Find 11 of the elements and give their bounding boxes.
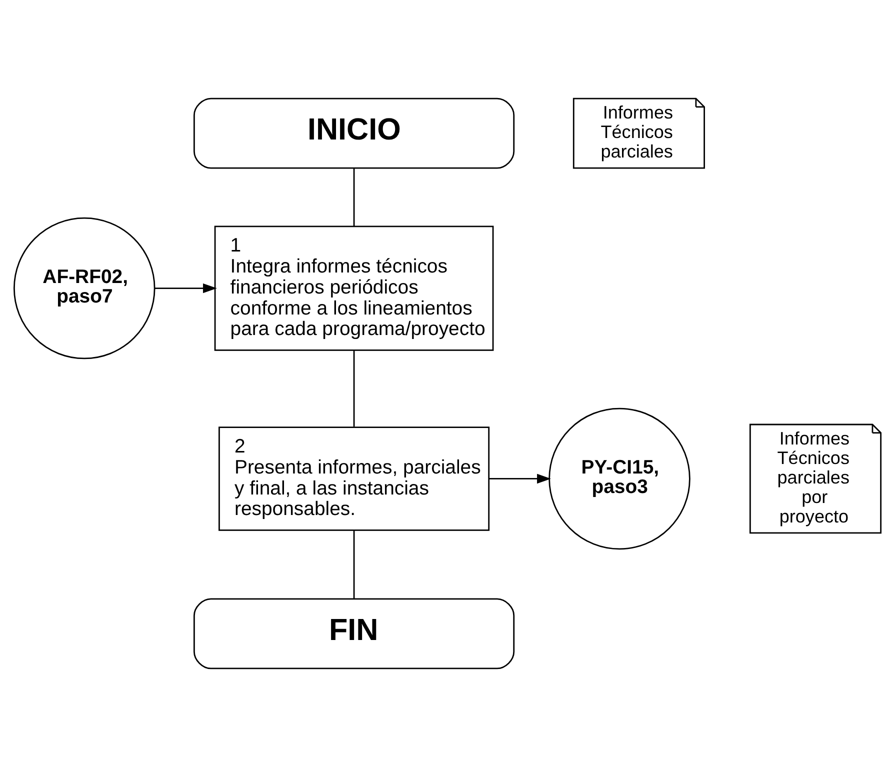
connector (353, 350, 355, 426)
connector (353, 530, 355, 598)
node-box: 1 Integra informes técnicos financieros periódicos conforme a los lineamientos para cada programa/proyecto (214, 225, 494, 350)
arrow (489, 473, 551, 484)
node-box: 2 Presenta informes, parciales y final, a las instancias responsables. (218, 426, 490, 530)
node-circle: PY-CI15, paso3 (548, 407, 690, 550)
node-box: FIN (193, 598, 515, 669)
connector (353, 168, 355, 226)
arrow (154, 282, 217, 293)
node-box: INICIO (193, 97, 515, 168)
node-circle: AF-RF02, paso7 (13, 216, 156, 359)
